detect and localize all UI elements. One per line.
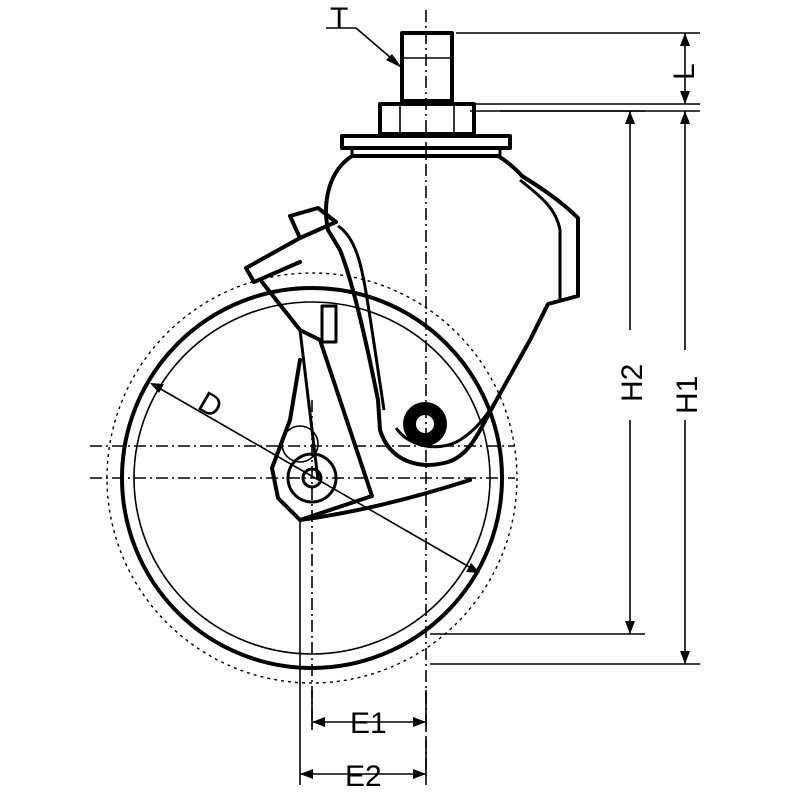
- label-E1: E1: [350, 707, 387, 740]
- label-H1: H1: [671, 376, 704, 414]
- dimension-E1: E1: [311, 690, 427, 740]
- dimension-H2: H2: [430, 110, 649, 635]
- dimension-E2: E2: [299, 520, 427, 793]
- label-E2: E2: [345, 760, 382, 793]
- label-T: T: [330, 2, 348, 35]
- housing-outline: [324, 154, 580, 467]
- center-lines: [90, 10, 515, 780]
- dimension-T: T: [326, 2, 402, 68]
- hex-nut: [378, 102, 476, 136]
- label-H2: H2: [616, 364, 649, 402]
- brake-shoe: [298, 478, 472, 522]
- brake-spring-slot: [320, 304, 338, 344]
- fork-housing: [324, 154, 580, 467]
- threaded-stem: [400, 31, 454, 103]
- label-L: L: [668, 63, 701, 80]
- dimension-L: L: [456, 32, 701, 105]
- label-D: D: [193, 385, 228, 424]
- dimension-H1: H1: [430, 110, 704, 665]
- wheel-swivel-circle: [106, 272, 518, 684]
- brake-pedal: [288, 206, 338, 240]
